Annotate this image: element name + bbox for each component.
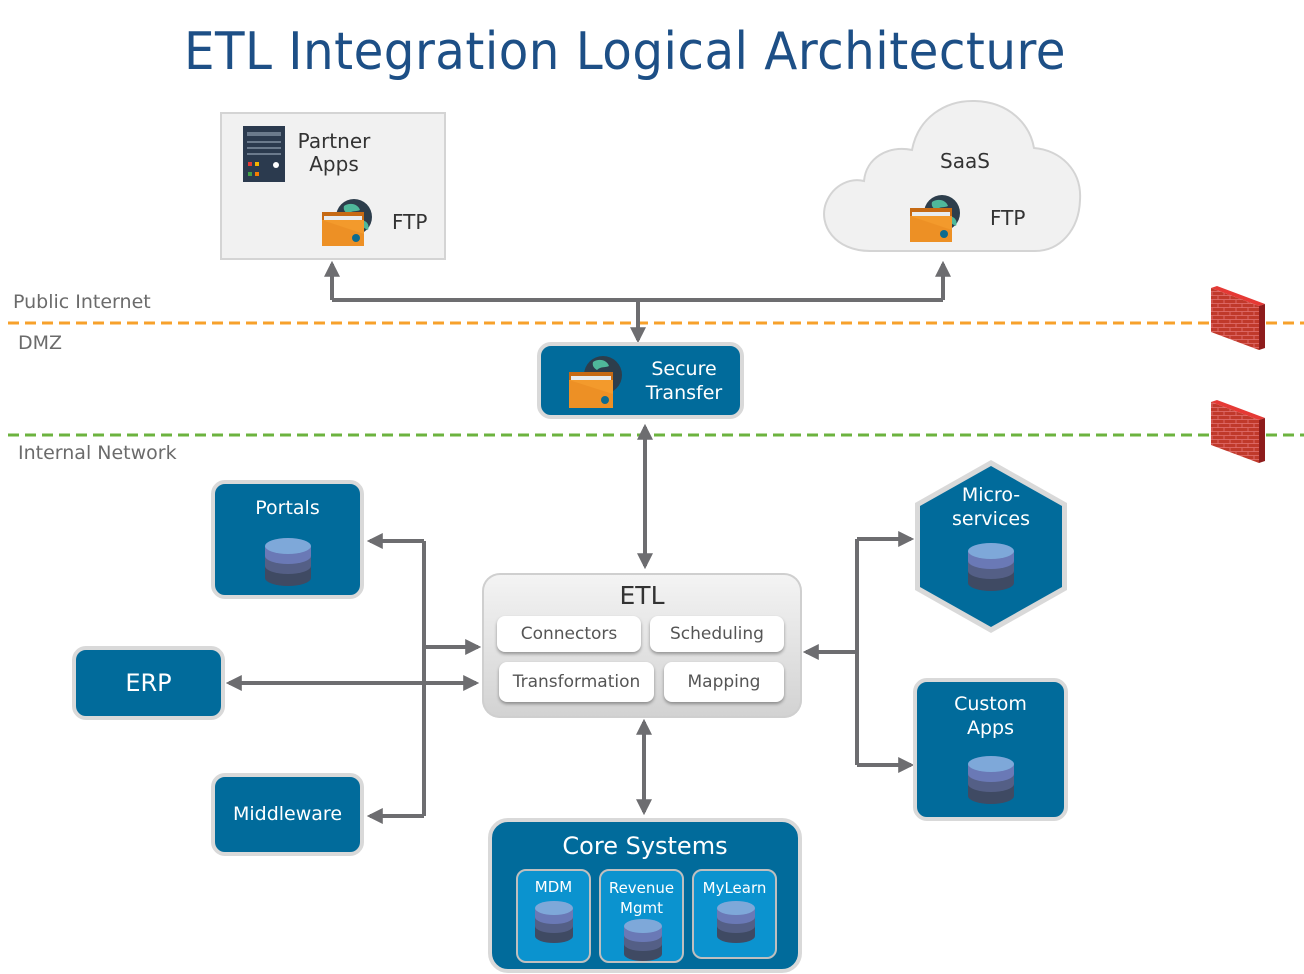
partner-apps-box[interactable]: Partner Apps FTP xyxy=(220,112,446,260)
core-system-revenue-mgmt-label: Revenue Mgmt xyxy=(601,878,682,918)
etl-hub[interactable]: ETL Connectors Scheduling Transformation… xyxy=(482,573,802,718)
core-system-revenue-mgmt-line1: Revenue xyxy=(608,879,675,897)
partner-apps-label: Partner Apps xyxy=(292,130,376,176)
middleware-node[interactable]: Middleware xyxy=(211,773,364,856)
database-icon xyxy=(968,756,1014,804)
microservices-label-line1: Micro- xyxy=(961,484,1021,506)
secure-transfer-node[interactable]: Secure Transfer xyxy=(537,342,744,419)
core-system-revenue-mgmt[interactable]: Revenue Mgmt xyxy=(599,869,684,963)
firewall-icon-internal xyxy=(1211,400,1265,463)
etl-component-scheduling[interactable]: Scheduling xyxy=(650,616,784,652)
diagram-title: ETL Integration Logical Architecture xyxy=(184,22,1066,82)
etl-component-connectors[interactable]: Connectors xyxy=(497,616,641,652)
database-icon xyxy=(535,901,573,943)
partner-apps-label-line1: Partner xyxy=(297,129,371,153)
ftp-folder-globe-icon xyxy=(569,356,622,408)
core-system-mylearn[interactable]: MyLearn xyxy=(692,869,777,959)
custom-apps-label-line1: Custom xyxy=(954,693,1027,715)
zone-label-public-internet: Public Internet xyxy=(13,291,151,313)
custom-apps-node[interactable]: Custom Apps xyxy=(913,678,1068,821)
core-system-mylearn-label: MyLearn xyxy=(702,879,767,897)
database-icon xyxy=(624,919,662,961)
etl-component-transformation[interactable]: Transformation xyxy=(499,662,654,702)
saas-label: SaaS xyxy=(940,149,990,173)
ftp-folder-globe-icon xyxy=(910,195,960,242)
firewall-icon-public xyxy=(1211,286,1265,350)
core-system-mdm-label: MDM xyxy=(534,878,573,896)
etl-title: ETL xyxy=(619,581,665,610)
secure-transfer-line1: Secure xyxy=(651,358,717,380)
zone-label-dmz: DMZ xyxy=(18,332,63,354)
secure-transfer-label: Secure Transfer xyxy=(629,357,739,405)
partner-ftp-label: FTP xyxy=(392,210,428,234)
erp-label: ERP xyxy=(125,669,172,697)
saas-cloud-shape xyxy=(823,99,1082,252)
server-rack-icon xyxy=(243,126,285,182)
portals-label: Portals xyxy=(255,497,320,519)
custom-apps-label-line2: Apps xyxy=(966,717,1015,739)
etl-component-mapping[interactable]: Mapping xyxy=(664,662,784,702)
microservices-label[interactable]: Micro- services xyxy=(920,483,1062,531)
secure-transfer-line2: Transfer xyxy=(645,382,723,404)
zone-label-internal-network: Internal Network xyxy=(18,442,177,464)
core-system-mdm[interactable]: MDM xyxy=(516,869,591,963)
core-system-revenue-mgmt-line2: Mgmt xyxy=(620,899,663,917)
core-systems-title: Core Systems xyxy=(562,832,728,860)
database-icon xyxy=(717,901,755,943)
ftp-folder-globe-icon xyxy=(322,199,372,246)
partner-apps-label-line2: Apps xyxy=(309,152,359,176)
database-icon xyxy=(968,543,1014,591)
portals-node[interactable]: Portals xyxy=(211,480,364,599)
saas-ftp-label: FTP xyxy=(990,206,1026,230)
microservices-label-line2: services xyxy=(952,508,1030,530)
database-icon xyxy=(265,538,311,586)
erp-node[interactable]: ERP xyxy=(72,646,225,720)
core-systems-node[interactable]: Core Systems MDM Revenue Mgmt MyLearn xyxy=(488,818,802,973)
custom-apps-label: Custom Apps xyxy=(917,692,1064,740)
middleware-label: Middleware xyxy=(232,803,343,825)
